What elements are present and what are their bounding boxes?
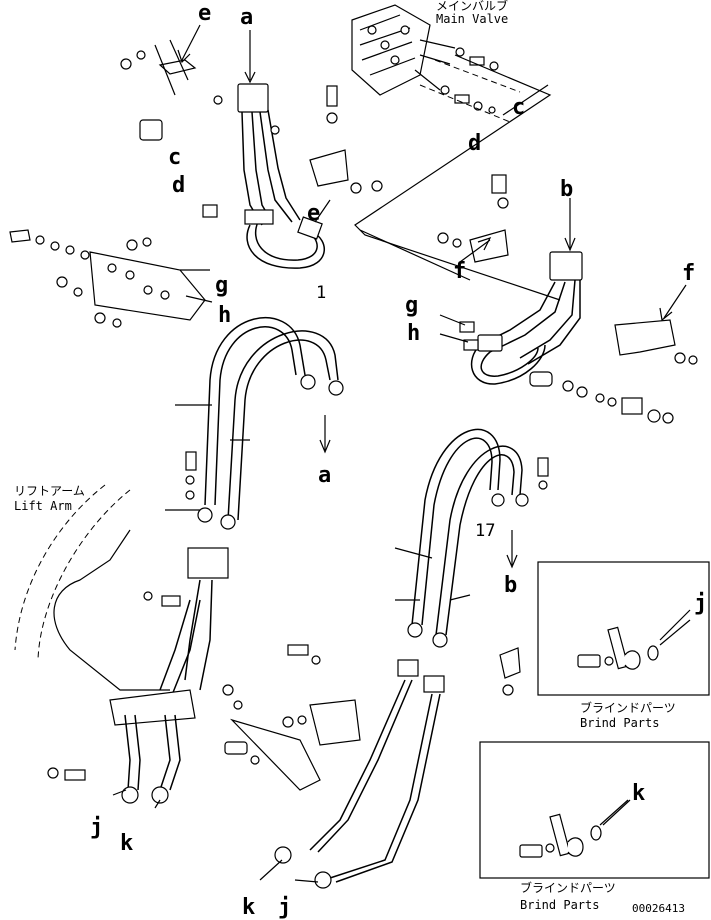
- leader-lines: [112, 24, 691, 883]
- callout-d-right: d: [468, 131, 481, 156]
- drawing-id: 00026413: [632, 902, 685, 915]
- blind-parts-box-2: [479, 741, 710, 879]
- upper-right-hardware: [437, 174, 698, 424]
- callout-1: 1: [316, 283, 326, 303]
- upper-left-hardware: [120, 39, 383, 218]
- blind-parts-2-label-en: Brind Parts: [520, 898, 599, 912]
- upper-right-hoses: [470, 251, 583, 385]
- lift-arm-label-en: Lift Arm: [14, 499, 72, 513]
- blind-parts-box-1: [537, 561, 710, 696]
- right-long-hoses: [407, 428, 549, 648]
- upper-left-hoses: [237, 83, 326, 269]
- left-hose-fittings: [159, 451, 229, 701]
- blind-parts-1-label-jp: ブラインドパーツ: [580, 700, 676, 715]
- boundary-line: [354, 54, 561, 301]
- boundary-line-2: [359, 229, 471, 281]
- callout-k-left: k: [120, 831, 133, 856]
- callout-k-bottom: k: [242, 895, 255, 920]
- callout-g-right: g: [405, 293, 418, 318]
- lower-left-tubes: [47, 591, 196, 804]
- callout-f-left: f: [453, 259, 466, 284]
- main-valve-label-en: Main Valve: [436, 12, 508, 26]
- lower-right-tubes: [222, 644, 521, 889]
- left-mount-plate: [9, 229, 206, 328]
- valve-fittings: [419, 47, 521, 123]
- lift-arm-label-jp: リフトアーム: [14, 484, 85, 498]
- callout-j-bottom: j: [278, 895, 291, 920]
- callout-c-left: c: [168, 145, 181, 170]
- callout-b-top: b: [560, 177, 573, 202]
- main-valve-body: [351, 4, 456, 96]
- lift-arm-outline: [14, 484, 170, 691]
- callout-j-left: j: [90, 815, 103, 840]
- callout-f-right: f: [682, 261, 695, 286]
- callout-k-box: k: [632, 781, 645, 806]
- left-long-hoses: [197, 317, 344, 530]
- callout-d-left: d: [172, 173, 185, 198]
- callout-17: 17: [475, 521, 495, 541]
- callout-b-mid: b: [504, 573, 517, 598]
- callout-a-mid: a: [318, 463, 331, 488]
- callout-h-left: h: [218, 303, 231, 328]
- callout-a-top: a: [240, 5, 253, 30]
- callout-j-box: j: [694, 591, 707, 616]
- callout-e-mid: e: [307, 201, 320, 226]
- main-valve-label-jp: メインバルブ: [436, 0, 508, 13]
- blind-parts-2-label-jp: ブラインドパーツ: [520, 880, 616, 895]
- callout-c-right: c: [512, 95, 525, 120]
- callout-h-right: h: [407, 321, 420, 346]
- callout-e-top: e: [198, 1, 211, 26]
- blind-parts-1-label-en: Brind Parts: [580, 716, 659, 730]
- callout-g-left: g: [215, 273, 228, 298]
